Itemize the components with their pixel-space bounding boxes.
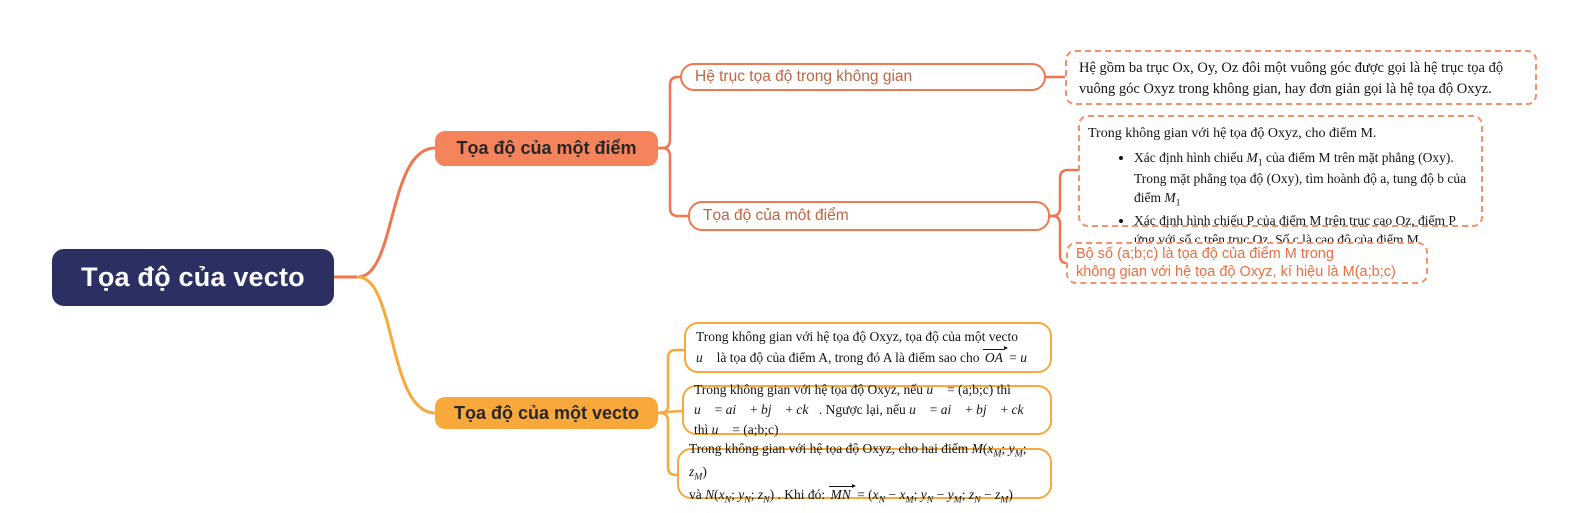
note-result-line2: không gian với hệ tọa độ Oxyz, kí hiệu l… (1076, 264, 1396, 280)
connector-subpoint-steps (1048, 168, 1080, 218)
note-vector-two-points[interactable]: Trong không gian với hệ tọa độ Oxyz, cho… (677, 441, 1052, 506)
note-point-result[interactable]: Bộ số (a;b;c) là tọa độ của điểm M trong… (1066, 242, 1428, 284)
subnode-axis-label: Hệ trục tọa độ trong không gian (695, 68, 913, 85)
note-point-steps[interactable]: Trong không gian với hệ tọa độ Oxyz, cho… (1078, 115, 1483, 247)
note-axis-text: Hệ gồm ba trục Ox, Oy, Oz đôi một vuông … (1079, 60, 1504, 98)
connector-vector-note3 (656, 411, 679, 477)
note-axis-definition[interactable]: Hệ gồm ba trục Ox, Oy, Oz đôi một vuông … (1065, 50, 1537, 105)
connector-subpoint-result (1048, 214, 1068, 265)
root-node[interactable]: Tọa độ của vecto (52, 249, 334, 306)
note-vector-components[interactable]: Trong không gian với hệ tọa độ Oxyz, nếu… (682, 382, 1052, 437)
branch-node-vector[interactable]: Tọa độ của một vecto (435, 397, 658, 429)
note-steps-list: Xác định hình chiếu M1 của điểm M trên m… (1088, 149, 1473, 250)
note-steps-intro: Trong không gian với hệ tọa độ Oxyz, cho… (1088, 126, 1377, 141)
note-vector-components-text: Trong không gian với hệ tọa độ Oxyz, nếu… (694, 381, 1035, 438)
connector-point-subaxis (656, 75, 682, 150)
note-vector-definition[interactable]: Trong không gian với hệ tọa độ Oxyz, tọa… (684, 322, 1052, 373)
branch-vector-label: Tọa độ của một vecto (453, 402, 640, 423)
note-vector-definition-text: Trong không gian với hệ tọa độ Oxyz, tọa… (696, 329, 1038, 365)
note-steps-bullet-1: Xác định hình chiếu M1 của điểm M trên m… (1134, 149, 1473, 210)
connector-root-branch-point (356, 146, 437, 279)
note-vector-two-points-text: Trong không gian với hệ tọa độ Oxyz, cho… (689, 440, 1027, 506)
note-result-line1: Bộ số (a;b;c) là tọa độ của điểm M trong (1076, 245, 1334, 262)
subnode-point-coords[interactable]: Tọa độ của môt điểm (688, 201, 1050, 231)
connector-point-subpoint (656, 146, 690, 218)
root-label: Tọa độ của vecto (81, 262, 305, 292)
subnode-point-label: Tọa độ của môt điểm (703, 207, 849, 224)
branch-point-label: Tọa độ của một điểm (456, 138, 637, 158)
connector-root-branch-vector (356, 275, 437, 415)
subnode-axis-system[interactable]: Hệ trục tọa độ trong không gian (680, 63, 1046, 91)
connector-vector-note1 (656, 348, 686, 415)
branch-node-point[interactable]: Tọa độ của một điểm (435, 131, 658, 166)
